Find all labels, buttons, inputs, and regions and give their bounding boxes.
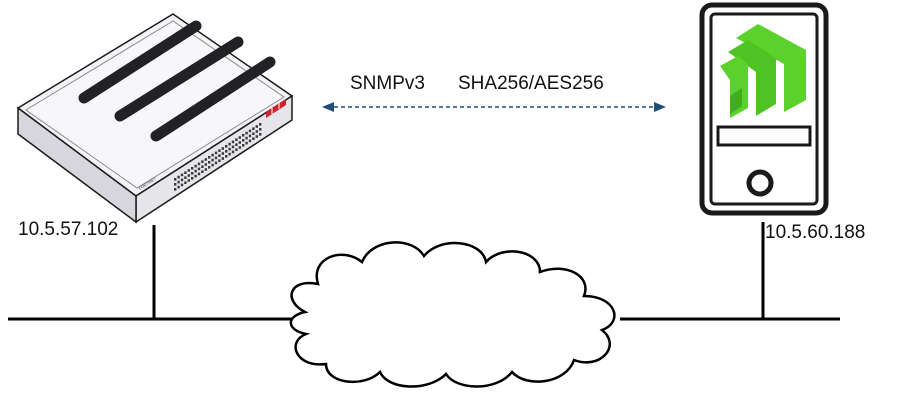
switch-port xyxy=(252,137,255,140)
switch-port xyxy=(180,178,184,182)
switch-port xyxy=(255,130,258,133)
switch-port xyxy=(197,162,201,166)
switch-stripe xyxy=(78,20,202,104)
switch-stripe xyxy=(114,36,244,122)
switch-port xyxy=(191,172,194,175)
switch-port xyxy=(235,138,238,141)
switch-port xyxy=(211,158,214,162)
switch-port xyxy=(242,139,245,142)
switch-port xyxy=(187,179,190,182)
switch-port xyxy=(225,145,228,148)
switch-port xyxy=(245,136,248,140)
switch-port xyxy=(177,180,180,184)
switch-port xyxy=(242,144,245,147)
switch-port xyxy=(218,149,221,152)
switch-port xyxy=(242,134,245,137)
switch-port xyxy=(177,175,180,179)
switch-port xyxy=(214,161,218,165)
switch-port xyxy=(191,177,194,180)
switch-port xyxy=(259,123,262,126)
switch-port xyxy=(259,133,262,136)
switch-port xyxy=(225,150,228,153)
switch-port xyxy=(221,157,224,160)
switch-port xyxy=(255,135,258,138)
switch-port xyxy=(252,132,255,135)
switch-stripe xyxy=(150,56,276,142)
switch-port-grid xyxy=(174,123,262,191)
switch-port xyxy=(211,163,214,167)
switch-port xyxy=(187,174,190,177)
switch-port xyxy=(201,165,204,168)
switch-port xyxy=(231,150,235,154)
switch-port xyxy=(228,152,231,156)
green-chevron-logo-icon xyxy=(720,24,806,118)
switch-ip-label: 10.5.57.102 xyxy=(18,219,118,240)
switch-port xyxy=(174,183,177,186)
server-tower-icon xyxy=(699,2,829,216)
switch-port xyxy=(191,167,194,170)
switch-port xyxy=(204,163,207,166)
switch-port xyxy=(231,140,235,144)
brand-logo-icon xyxy=(266,99,286,118)
switch-port xyxy=(245,141,248,145)
switch-port xyxy=(214,151,218,155)
switch-port xyxy=(201,170,204,173)
switch-port xyxy=(225,155,228,158)
switch-port xyxy=(194,164,197,168)
switch-port xyxy=(208,156,211,159)
switch-port xyxy=(221,152,224,155)
switch-port xyxy=(177,185,180,189)
switch-port xyxy=(218,159,221,162)
switch-port xyxy=(255,125,258,128)
switch-port xyxy=(197,167,201,171)
switch-port xyxy=(218,154,221,157)
switch-port xyxy=(187,169,190,172)
switch-port xyxy=(248,134,252,138)
switch-port xyxy=(231,145,235,149)
switch-port xyxy=(204,158,207,161)
switch-port xyxy=(208,161,211,164)
drive-slot xyxy=(716,125,812,147)
switch-port xyxy=(174,188,177,191)
switch-port xyxy=(180,183,184,187)
switch-port xyxy=(248,139,252,143)
protocol-label: SNMPv3 xyxy=(350,73,425,94)
server-ip-label: 10.5.60.188 xyxy=(765,222,865,243)
switch-port xyxy=(245,131,248,135)
switch-port xyxy=(211,153,214,157)
switch-port xyxy=(238,141,241,144)
switch-port xyxy=(248,129,252,133)
switch-port xyxy=(194,174,197,178)
switch-port xyxy=(208,166,211,169)
switch-port xyxy=(184,176,187,179)
switch-port xyxy=(174,178,177,181)
switch-port xyxy=(238,136,241,139)
switch-port xyxy=(180,173,184,177)
switch-port xyxy=(197,172,201,176)
switch-port xyxy=(228,147,231,151)
snmp-link-arrow xyxy=(322,102,666,112)
switch-port xyxy=(184,171,187,174)
switch-port xyxy=(235,143,238,146)
switch-port xyxy=(235,148,238,151)
switch-port xyxy=(214,156,218,160)
power-button-icon xyxy=(746,169,774,197)
security-label: SHA256/AES256 xyxy=(458,73,604,94)
switch-port xyxy=(201,160,204,163)
switch-port xyxy=(184,181,187,184)
switch-port xyxy=(228,142,231,146)
switch-port xyxy=(221,147,224,150)
switch-port xyxy=(204,168,207,171)
switch-port xyxy=(238,146,241,149)
switch-port xyxy=(194,169,197,173)
switch-port xyxy=(252,127,255,130)
network-cloud-icon xyxy=(289,241,616,388)
network-switch-icon: FORTINET xyxy=(16,13,294,224)
switch-port xyxy=(259,128,262,131)
